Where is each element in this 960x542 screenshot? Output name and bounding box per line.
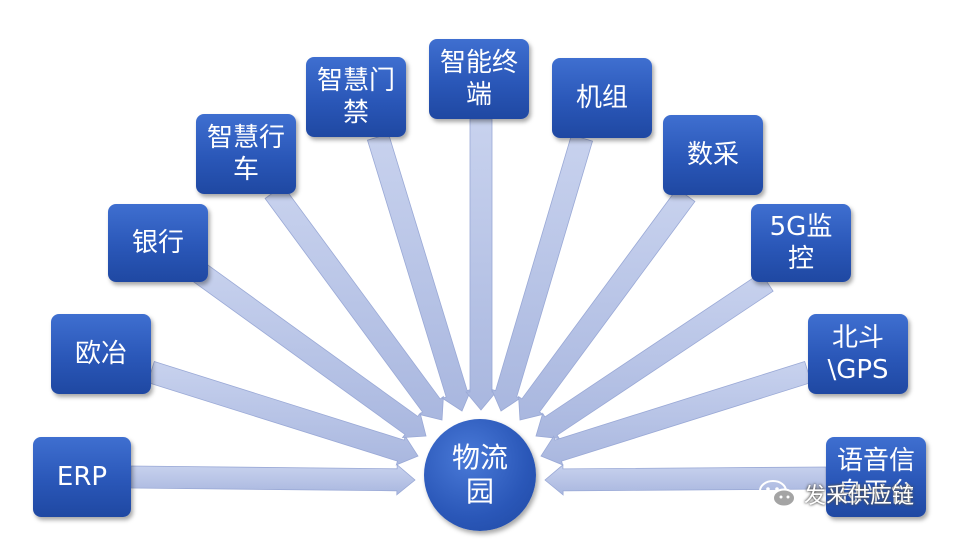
node-5g-monitor-label: 5G监 控 [769,212,833,274]
node-smart-terminal-label: 智能终 端 [439,48,518,110]
node-beidou-gps-label: 北斗 \GPS [827,323,889,385]
node-erp-label: ERP [56,462,108,492]
node-unit-label: 机组 [575,83,628,113]
arrow-beidou-gps [540,360,812,466]
node-bank-label: 银行 [131,228,184,258]
arrow-data-collect [518,187,696,421]
arrow-smart-terminal [465,118,497,411]
node-smart-gate-label: 智慧门 禁 [316,66,395,128]
node-smart-terminal: 智能终 端 [429,39,529,119]
node-beidou-gps: 北斗 \GPS [808,314,908,394]
hub-logistics-park: 物流 园 [424,419,536,531]
node-smart-driving: 智慧行 车 [196,114,296,194]
arrow-smart-gate [367,133,472,412]
node-ouye-label: 欧冶 [74,339,127,369]
watermark: 发釆供应链 [758,478,914,510]
node-voice-platform-label: 语音信 息平台 [836,446,915,508]
node-5g-monitor: 5G监 控 [751,204,851,282]
arrow-beidou-gps-5g [535,272,774,439]
node-unit: 机组 [552,58,652,138]
node-bank: 银行 [108,204,208,282]
node-data-collect: 数采 [663,115,763,195]
node-smart-driving-label: 智慧行 车 [206,123,285,185]
hub-label: 物流 园 [451,441,508,508]
arrow-erp [130,463,416,496]
arrow-smart-driving [264,184,444,421]
node-erp: ERP [33,437,131,517]
node-ouye: 欧冶 [51,314,151,394]
node-data-collect-label: 数采 [686,140,739,170]
node-voice-platform: 语音信 息平台 [826,437,926,517]
node-smart-gate: 智慧门 禁 [306,57,406,137]
arrow-ouye [147,360,419,466]
arrow-bank [189,260,427,439]
wechat-icon [759,480,796,508]
watermark-text: 发釆供应链 [804,484,915,509]
arrow-unit [490,134,593,412]
